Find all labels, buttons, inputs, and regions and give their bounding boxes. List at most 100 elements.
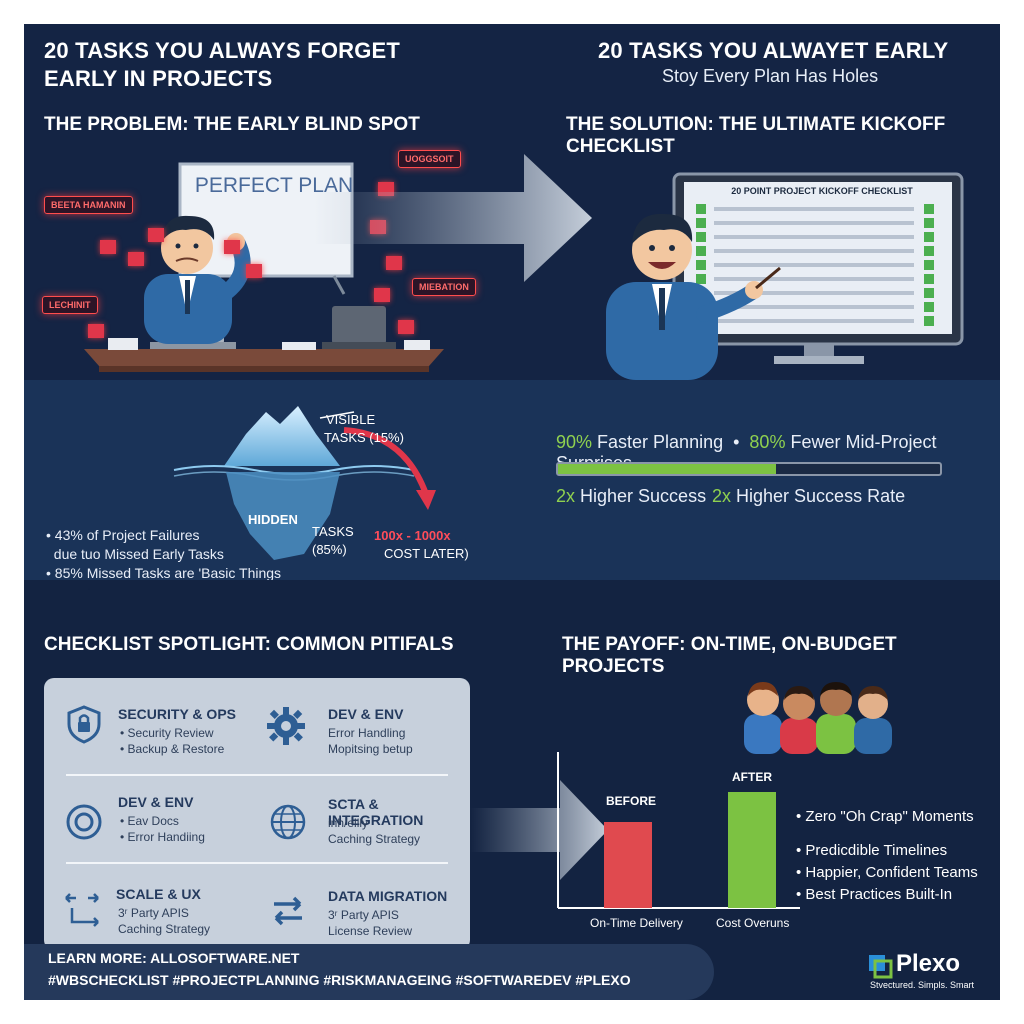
check-icon [696,274,706,284]
bottom-panel: CHECKLIST SPOTLIGHT: COMMON PITIFALS THE… [24,580,1000,1000]
laptop-right [332,306,386,344]
payoff-bullet: • Predicdible Timelines [796,842,948,859]
failure-bullet: due tuo Missed Early Tasks [46,546,224,562]
cost-later-label: COST LATER) [384,546,469,561]
checklist-row [696,218,934,228]
divider [66,774,448,776]
right-title: 20 TASKS YOU ALWAYET EARLY [598,38,949,63]
cost-multiplier: 100x - 1000x [374,528,451,543]
desk [84,349,444,366]
before-after-chart [557,752,800,909]
check-icon [696,232,706,242]
check-icon [696,218,706,228]
right-subtitle: Stoy Every Plan Has Holes [662,66,879,86]
category-title: SCALE & UX [116,886,201,902]
problem-heading: THE PROBLEM: THE EARLY BLIND SPOT [44,114,420,135]
brand-tagline: Stvectured. Simpls. Smart [870,980,975,990]
top-panel: 20 TASKS YOU ALWAYS FORGET EARLY IN PROJ… [24,24,1000,380]
category-title: DATA MIGRATION [328,888,448,904]
failure-bullet: • 43% of Project Failures [46,527,200,543]
plexo-logo-icon [869,955,893,979]
category-title: DEV & ENV [118,794,194,810]
category-title: SCTA & INTEGRATION [328,796,424,828]
category-item: Caching Strategy [118,922,211,936]
category-item: • Eav Docs [120,814,179,828]
category-item: License Review [328,924,413,938]
visible-percent-label: TASKS (15%) [324,430,404,445]
bar-after [728,792,776,908]
x-label-cost-overruns: Cost Overuns [716,916,790,930]
sticky-note [246,264,262,278]
happy-team-illustration [744,682,892,754]
happy-person-body [606,282,718,380]
category-item: 3ʳ Party APIS [118,906,189,920]
sticky-note [100,240,116,254]
sticky-note [386,256,402,270]
checklist-row [696,232,934,242]
category-item: Error Handling [328,726,406,740]
category-item: Caching Strategy [328,832,421,846]
category-item: Mopitsing betup [328,742,413,756]
before-label: BEFORE [606,794,657,808]
hashtags: #WBSCHECKLIST #PROJECTPLANNING #RISKMANA… [48,972,631,988]
check-icon [696,260,706,270]
checklist-row [696,274,934,284]
checklist-monitor-title: 20 POINT PROJECT KICKOFF CHECKLIST [731,186,913,196]
problem-tag: BEETA HAMANIN [44,196,133,214]
sticky-note [128,252,144,266]
tasks-label: TASKS [312,524,354,539]
globe-icon [270,804,306,840]
progress-bar-fill [558,464,776,474]
sync-arrows-icon [274,896,302,926]
check-icon [924,246,934,256]
solution-heading: THE SOLUTION: THE ULTIMATE KICKOFF CHECK… [566,114,946,157]
iceberg-illustration [173,406,436,560]
iceberg-underwater [226,472,340,560]
checklist-row [696,260,934,270]
check-icon [924,218,934,228]
check-icon [924,260,934,270]
category-title: DEV & ENV [328,706,404,722]
category-item: • Backup & Restore [120,742,225,756]
main-title-line1: 20 TASKS YOU ALWAYS FORGET [44,38,401,63]
tasks-percent-label: (85%) [312,542,347,557]
stat-line-3: 2x Higher Success Rate [712,486,906,506]
gear-icon [267,707,305,745]
sticky-note [148,228,164,242]
check-icon [924,288,934,298]
stat-line-2: 2x Higher Success [556,486,707,506]
stressed-person-head [161,222,213,274]
progress-bar [556,462,942,476]
shield-lock-icon [67,705,101,744]
learn-more-link[interactable]: LEARN MORE: ALLOSOFTWARE.NET [48,950,300,966]
check-icon [924,204,934,214]
sticky-note [374,288,390,302]
problem-tag: LECHINIT [42,296,98,314]
hidden-label: HIDDEN [248,512,298,527]
sticky-note [398,320,414,334]
failure-bullet: • 85% Missed Tasks are 'Basic Things [46,565,282,581]
payoff-heading: THE PAYOFF: ON-TIME, ON-BUDGET PROJECTS [562,634,897,677]
sticky-note [88,324,104,338]
sticky-note [224,240,240,254]
check-icon [696,204,706,214]
solution-illustration [606,172,964,380]
checklist-row [696,246,934,256]
category-item: • Error Handiing [120,830,205,844]
perfect-plan-text: PERFECT PLAN [194,174,354,197]
checklist-row [696,204,934,214]
x-label-on-time: On-Time Delivery [590,916,683,930]
main-title-line2: EARLY IN PROJECTS [44,66,273,91]
category-item: inh/ellly [328,816,369,830]
category-item: • Security Review [120,726,214,740]
arrow-right-icon [470,780,608,880]
category-title: SECURITY & OPS [118,706,236,722]
brand-name: Plexo [896,950,961,977]
check-icon [924,316,934,326]
payoff-bullet: • Best Practices Built-In [796,886,953,903]
spotlight-card: SECURITY & OPS • Security Review • Backu… [44,678,470,950]
payoff-bullet: • Zero "Oh Crap" Moments [796,808,974,825]
check-icon [924,274,934,284]
category-item: 3ʳ Party APIS [328,908,399,922]
infographic-frame: 20 TASKS YOU ALWAYS FORGET EARLY IN PROJ… [24,24,1000,1000]
